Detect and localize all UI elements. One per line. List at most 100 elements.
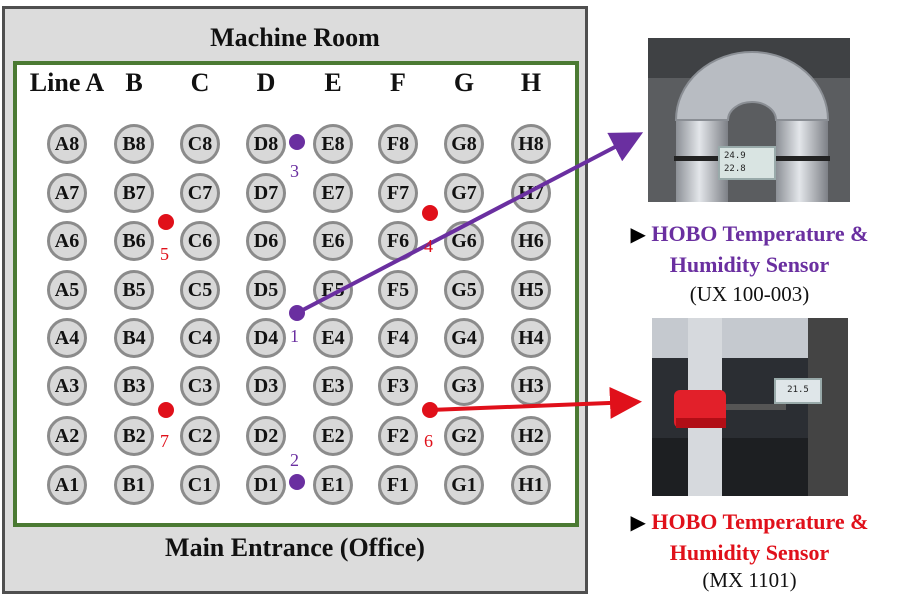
mx-display-top: 21.5	[787, 385, 809, 395]
column-header: H	[520, 68, 542, 97]
ux-sensor-display: 24.9 22.8	[718, 146, 776, 180]
tank: H2	[511, 416, 551, 456]
mx-title-line1: HOBO Temperature &	[651, 509, 869, 534]
sensor-dot	[289, 305, 305, 321]
mx-sensor-display: 21.5	[774, 378, 822, 404]
sensor-dot	[289, 474, 305, 490]
column-header: D	[256, 68, 276, 97]
tank: H5	[511, 270, 551, 310]
tank: C8	[180, 124, 220, 164]
tank: D5	[246, 270, 286, 310]
column-header: G	[453, 68, 475, 97]
tank: B6	[114, 221, 154, 261]
ux-display-bottom: 22.8	[724, 164, 746, 174]
tank: E6	[313, 221, 353, 261]
sensor-dot	[422, 205, 438, 221]
entrance-label: Main Entrance (Office)	[165, 533, 425, 562]
mx-title-line2: Humidity Sensor	[669, 540, 830, 565]
triangle-icon: ▶	[630, 224, 646, 246]
sensor-number: 7	[160, 431, 169, 451]
ux-sensor-arrow	[296, 132, 644, 315]
sensor-dot	[422, 402, 438, 418]
tank: B7	[114, 173, 154, 213]
tank: B3	[114, 366, 154, 406]
sensor-number: 3	[290, 161, 299, 181]
triangle-icon: ▶	[630, 512, 646, 534]
tank: H7	[511, 173, 551, 213]
ux-sensor-model: (UX 100-003)	[689, 282, 810, 306]
tank: D7	[246, 173, 286, 213]
ux-title-line1: HOBO Temperature &	[651, 221, 869, 246]
tank: G8	[444, 124, 484, 164]
tank: G4	[444, 318, 484, 358]
tank: D4	[246, 318, 286, 358]
tank: A8	[47, 124, 87, 164]
tank: C2	[180, 416, 220, 456]
tank: E1	[313, 465, 353, 505]
mx-sensor-image	[652, 318, 848, 496]
tank: C1	[180, 465, 220, 505]
mx-sensor-model: (MX 1101)	[702, 568, 797, 592]
tank: C7	[180, 173, 220, 213]
tank: H8	[511, 124, 551, 164]
room-title: Machine Room	[210, 23, 380, 52]
tank: G7	[444, 173, 484, 213]
tank: F8	[378, 124, 418, 164]
tank: E3	[313, 366, 353, 406]
tank: G2	[444, 416, 484, 456]
tank: H6	[511, 221, 551, 261]
tank: E8	[313, 124, 353, 164]
sensor-number: 6	[424, 431, 433, 451]
ux-title-line2: Humidity Sensor	[669, 252, 830, 277]
tank: F1	[378, 465, 418, 505]
tank: A6	[47, 221, 87, 261]
tank: D3	[246, 366, 286, 406]
mx-sensor-title: ▶ HOBO Temperature & Humidity Sensor	[590, 507, 909, 567]
sensor-number: 4	[424, 236, 433, 256]
tank: C3	[180, 366, 220, 406]
ux-sensor-image	[648, 38, 850, 202]
tank: A3	[47, 366, 87, 406]
tank: F3	[378, 366, 418, 406]
sensor-number: 5	[160, 244, 169, 264]
tank: A5	[47, 270, 87, 310]
tank: A1	[47, 465, 87, 505]
tank: B5	[114, 270, 154, 310]
tank: F4	[378, 318, 418, 358]
sensor-dot	[289, 134, 305, 150]
tank: D1	[246, 465, 286, 505]
sensor-dot	[158, 402, 174, 418]
ux-sensor-title: ▶ HOBO Temperature & Humidity Sensor	[590, 219, 909, 279]
tank: H3	[511, 366, 551, 406]
sensor-number: 2	[290, 450, 299, 470]
tank: B8	[114, 124, 154, 164]
tank: C4	[180, 318, 220, 358]
column-header: C	[190, 68, 210, 97]
tank: G5	[444, 270, 484, 310]
mx-sensor-photo: 21.5	[652, 318, 848, 496]
tank: D8	[246, 124, 286, 164]
tank: A7	[47, 173, 87, 213]
tank: G3	[444, 366, 484, 406]
tank: A4	[47, 318, 87, 358]
tank: F2	[378, 416, 418, 456]
mx-sensor-arrow	[429, 386, 642, 419]
tank: B4	[114, 318, 154, 358]
sensor-number: 1	[290, 326, 299, 346]
ux-sensor-photo: 24.9 22.8	[648, 38, 850, 202]
column-header: Line A	[29, 68, 105, 97]
column-header: E	[324, 68, 342, 97]
tank: E4	[313, 318, 353, 358]
column-header: B	[125, 68, 143, 97]
tank: H4	[511, 318, 551, 358]
tank: H1	[511, 465, 551, 505]
tank: G1	[444, 465, 484, 505]
tank: F5	[378, 270, 418, 310]
tank: D2	[246, 416, 286, 456]
tank: C5	[180, 270, 220, 310]
tank: B2	[114, 416, 154, 456]
tank: D6	[246, 221, 286, 261]
column-header: F	[390, 68, 406, 97]
tank: E7	[313, 173, 353, 213]
